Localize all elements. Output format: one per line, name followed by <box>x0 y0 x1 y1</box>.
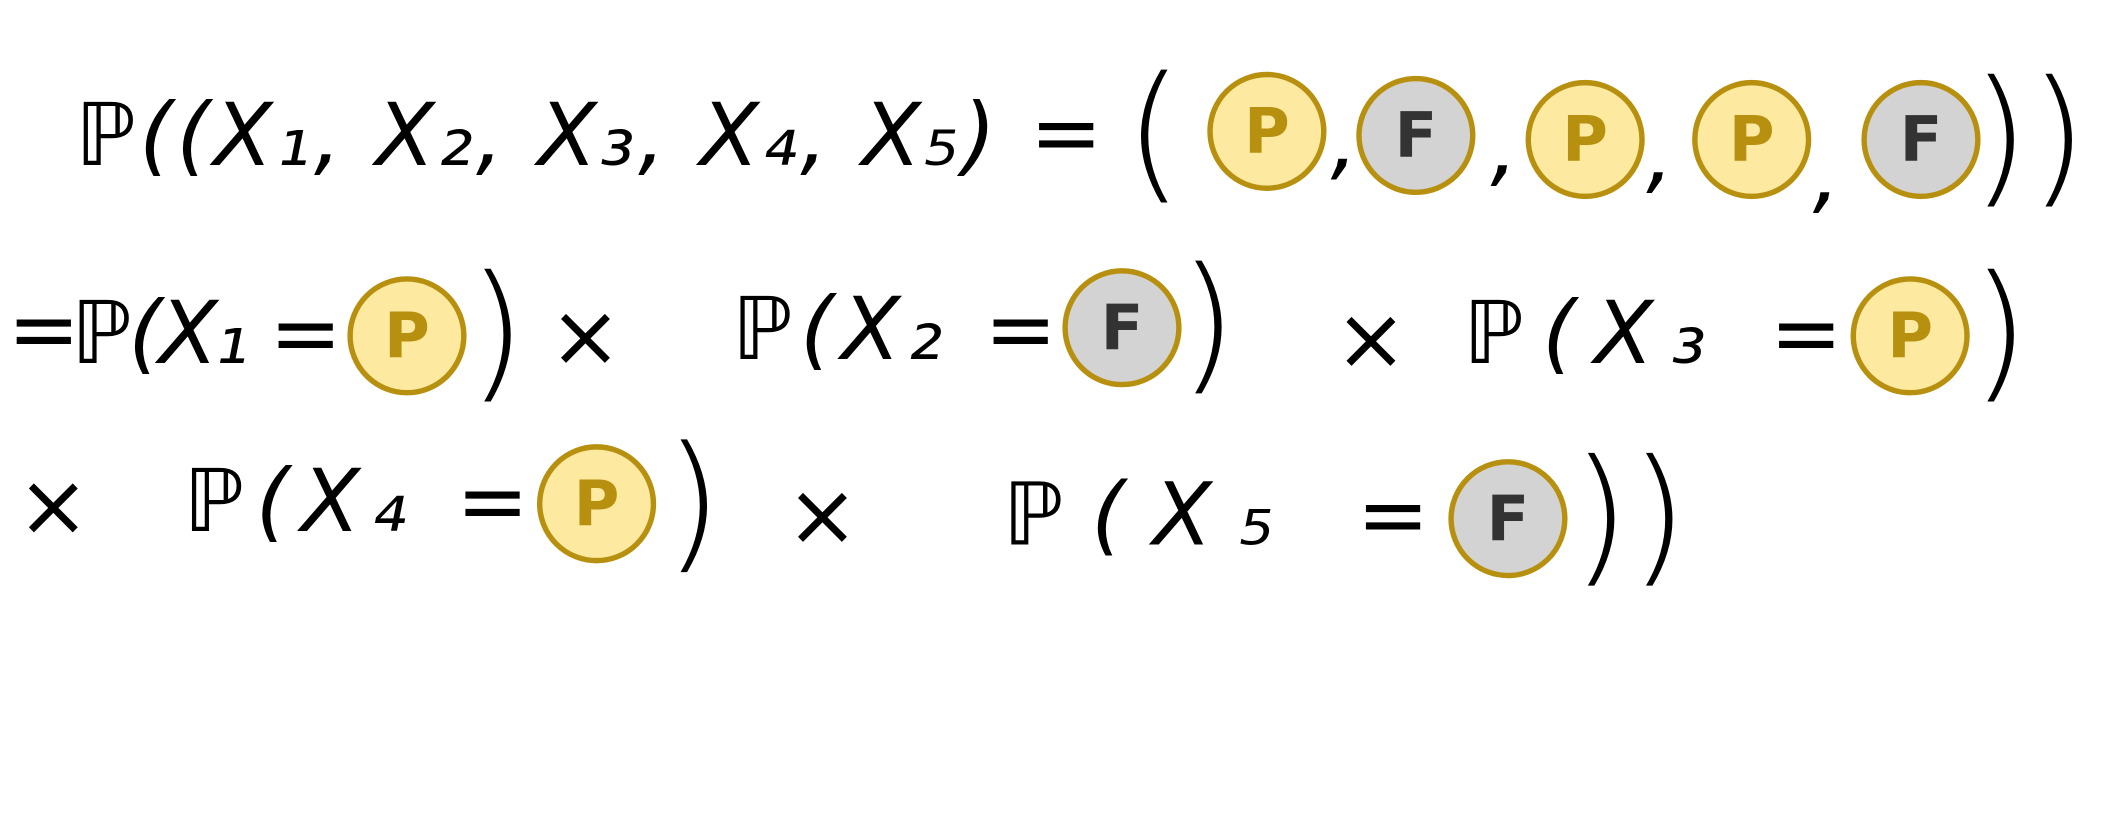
close-parens: )) <box>1971 50 2087 223</box>
times-sign: × <box>786 465 859 565</box>
svg-text:P: P <box>1729 103 1775 176</box>
row-factorization-2: × ℙ(X₄ = P ) × ℙ(X₅ = F )) <box>17 416 1688 603</box>
coin-pass: P <box>1850 276 1970 396</box>
times-sign: × <box>549 287 622 387</box>
equals-sign: = <box>7 280 80 380</box>
term-x2: ℙ(X₂ = <box>732 280 1057 380</box>
row-joint-probability: ℙ((X₁, X₂, X₃, X₄, X₅) = ( P , F , P , P… <box>75 46 2087 224</box>
comma: , <box>1813 124 1841 224</box>
svg-text:P: P <box>1244 95 1290 168</box>
term-x3: ℙ(X₃ = <box>1463 284 1842 384</box>
svg-text:P: P <box>1562 103 1608 176</box>
coin-pass: P <box>1207 71 1327 191</box>
term-x1: ℙ(X₁ = <box>71 284 342 384</box>
close-paren: ) <box>1971 245 2029 418</box>
coin-pass: P <box>1525 79 1645 200</box>
coin-fail: F <box>1062 268 1182 388</box>
comma: , <box>1646 104 1674 204</box>
close-parens: )) <box>1572 429 1688 602</box>
coin-pass: P <box>1692 79 1812 200</box>
svg-text:P: P <box>1887 300 1933 373</box>
comma: , <box>1490 97 1518 197</box>
coin-fail: F <box>1861 79 1981 200</box>
times-sign: × <box>1335 289 1408 389</box>
close-paren: ) <box>664 416 722 589</box>
joint-lhs: ℙ((X₁, X₂, X₃, X₄, X₅) <box>75 86 996 186</box>
row-factorization-1: = ℙ(X₁ = P ) × ℙ(X₂ = F ) × ℙ(X₃ = P ) <box>7 237 2029 418</box>
close-paren: ) <box>468 245 526 418</box>
term-x4: ℙ(X₄ = <box>184 452 529 552</box>
svg-text:F: F <box>1487 482 1530 555</box>
comma: , <box>1331 90 1359 190</box>
equals-sign: = <box>1030 84 1103 184</box>
svg-text:P: P <box>574 467 620 540</box>
times-sign: × <box>17 456 90 556</box>
svg-text:F: F <box>1395 99 1438 172</box>
coin-fail: F <box>1356 75 1476 196</box>
coin-fail: F <box>1448 459 1568 579</box>
svg-text:P: P <box>384 300 430 373</box>
svg-text:F: F <box>1101 291 1144 364</box>
open-paren: ( <box>1125 46 1183 219</box>
svg-text:F: F <box>1900 103 1943 176</box>
close-paren: ) <box>1179 237 1237 410</box>
coin-pass: P <box>347 276 467 396</box>
coin-pass: P <box>536 444 657 564</box>
term-x5: ℙ(X₅ = <box>1003 465 1430 565</box>
